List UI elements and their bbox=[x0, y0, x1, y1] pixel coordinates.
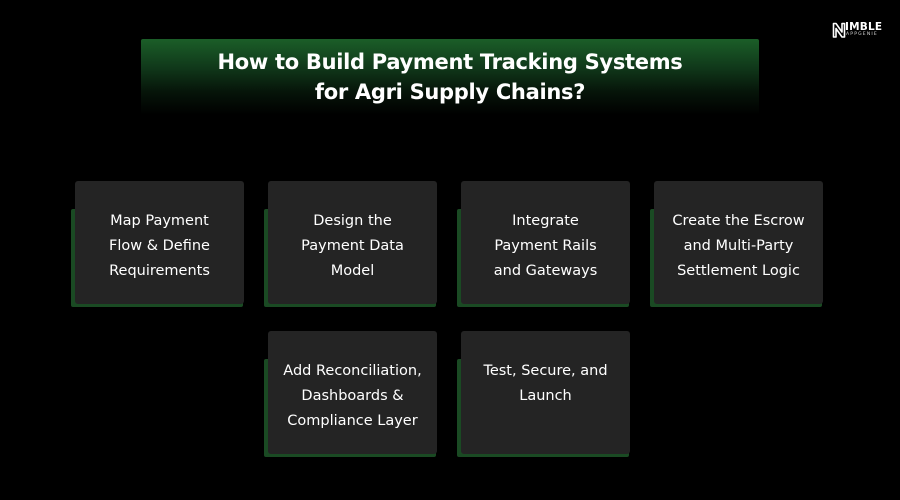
step-label: Integrate Payment Rails and Gateways bbox=[493, 213, 598, 279]
step-card-3: Integrate Payment Rails and Gateways bbox=[457, 181, 630, 307]
logo-subtext: APPGENIE bbox=[846, 32, 878, 37]
step-label: Test, Secure, and Launch bbox=[483, 363, 608, 404]
step-card-2: Design the Payment Data Model bbox=[264, 181, 437, 307]
step-label: Add Reconciliation, Dashboards & Complia… bbox=[283, 363, 422, 429]
title-banner: How to Build Payment Tracking Systems fo… bbox=[141, 39, 759, 115]
logo-text: IMBLE bbox=[845, 21, 883, 33]
title-line-2: for Agri Supply Chains? bbox=[314, 80, 586, 104]
step-card-body: Map Payment Flow & Define Requirements bbox=[75, 181, 244, 304]
step-card-body: Test, Secure, and Launch bbox=[461, 331, 630, 454]
step-card-body: Create the Escrow and Multi-Party Settle… bbox=[654, 181, 823, 304]
step-card-5: Add Reconciliation, Dashboards & Complia… bbox=[264, 331, 437, 457]
step-label: Map Payment Flow & Define Requirements bbox=[109, 213, 210, 279]
step-card-body: Add Reconciliation, Dashboards & Complia… bbox=[268, 331, 437, 454]
step-label: Create the Escrow and Multi-Party Settle… bbox=[672, 213, 805, 279]
n-logo-icon bbox=[832, 22, 846, 38]
title-line-1: How to Build Payment Tracking Systems bbox=[217, 50, 683, 74]
step-card-body: Integrate Payment Rails and Gateways bbox=[461, 181, 630, 304]
step-label: Design the Payment Data Model bbox=[301, 213, 404, 279]
step-card-6: Test, Secure, and Launch bbox=[457, 331, 630, 457]
step-card-1: Map Payment Flow & Define Requirements bbox=[71, 181, 244, 307]
step-card-body: Design the Payment Data Model bbox=[268, 181, 437, 304]
step-card-4: Create the Escrow and Multi-Party Settle… bbox=[650, 181, 823, 307]
brand-logo: IMBLE APPGENIE bbox=[832, 21, 882, 41]
